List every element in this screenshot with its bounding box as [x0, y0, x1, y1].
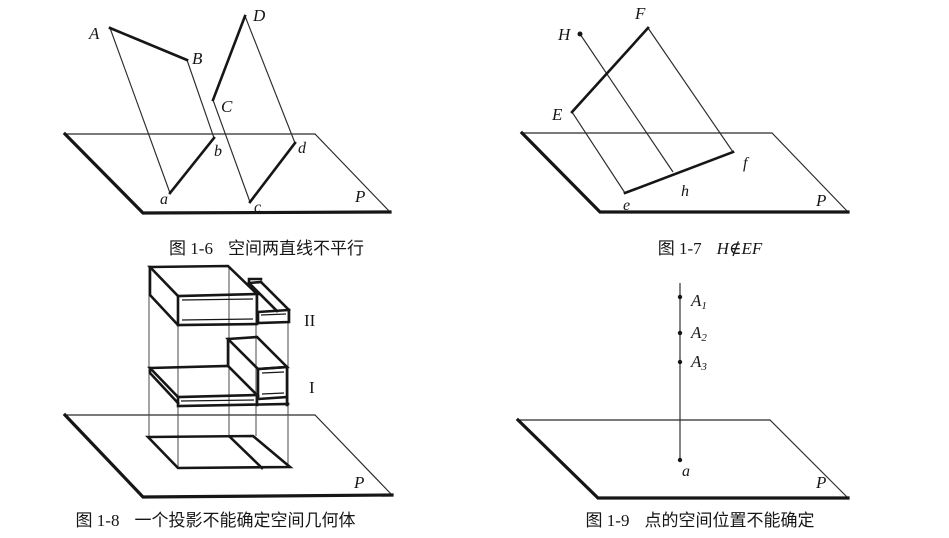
figure-1-7-drawing: H F E f h e P	[519, 4, 850, 214]
figure-1-8-drawing: II I P	[62, 264, 394, 499]
point-label-B: B	[192, 49, 203, 68]
point-H-dot	[577, 31, 583, 37]
point-a-dot	[677, 457, 683, 463]
point-label-C: C	[221, 97, 233, 116]
point-label-b: b	[214, 143, 222, 160]
figure-1-9-drawing: A1 A2 A3 a P	[515, 283, 850, 500]
projection-cd	[248, 141, 297, 204]
line-AB	[108, 26, 189, 62]
caption-title: 一个投影不能确定空间几何体	[134, 511, 356, 530]
point-A2-dot	[677, 330, 683, 336]
figure-1-6-drawing: A B C D a b c d P	[62, 6, 392, 216]
projection-ef	[623, 150, 735, 195]
projection-rays	[109, 15, 296, 203]
caption-number: 图 1-9	[585, 511, 630, 530]
figure-1-9-caption: 图 1-9 点的空间位置不能确定	[463, 506, 937, 531]
figure-1-6: A B C D a b c d P 图 1-6 空间两直线不平行	[0, 0, 475, 260]
point-A1-dot	[677, 294, 683, 300]
caption-number: 图 1-6	[169, 239, 213, 258]
plane-bold-edges	[515, 417, 850, 500]
point-label-A: A	[88, 24, 100, 43]
point-A3-dot	[677, 359, 683, 365]
plane-label-P: P	[353, 473, 364, 492]
ray-E-e	[571, 111, 626, 194]
caption-title: 点的空间位置不能确定	[644, 511, 815, 530]
line-DC	[211, 14, 247, 102]
solid-II	[146, 264, 291, 327]
plane-thin-edges	[65, 414, 393, 496]
plane-label-P: P	[354, 187, 365, 206]
point-label-d: d	[298, 140, 307, 157]
ray-F-f	[647, 27, 734, 153]
figure-1-7: H F E f h e P 图 1-7 H∉EF	[475, 0, 949, 260]
plane-bold-edges	[519, 130, 850, 214]
point-label-e: e	[623, 197, 630, 214]
point-label-f: f	[743, 155, 750, 172]
plane-thin-edges	[522, 132, 849, 213]
caption-number: 图 1-8	[75, 511, 120, 530]
projection-ab	[168, 136, 216, 195]
caption-formula: H∉EF	[716, 239, 763, 258]
caption-title: 空间两直线不平行	[227, 239, 364, 258]
points	[677, 294, 683, 463]
line-EF	[570, 26, 650, 114]
caption-number: 图 1-7	[657, 239, 702, 258]
plane-label-P: P	[815, 191, 826, 210]
plane-thin-edges	[65, 133, 391, 213]
point-label-A2: A2	[690, 323, 707, 344]
solid-label-I: I	[309, 378, 315, 397]
point-label-F: F	[634, 4, 646, 23]
ray-H-h	[579, 33, 674, 173]
point-label-H: H	[557, 25, 572, 44]
plane-bold-edges	[62, 412, 394, 499]
projection-rays	[571, 27, 734, 194]
point-label-c: c	[254, 199, 261, 216]
plane-bold-edges	[62, 131, 392, 215]
solid-label-II: II	[304, 311, 316, 330]
solid-I	[147, 335, 290, 408]
plane-label-P: P	[815, 473, 826, 492]
point-label-A1: A1	[690, 291, 707, 312]
point-label-a: a	[160, 191, 168, 208]
figure-1-9: A1 A2 A3 a P 图 1-9 点的空间位置不能确定	[475, 260, 949, 538]
projection-outline	[144, 434, 294, 470]
point-label-h: h	[681, 183, 689, 200]
point-label-a: a	[682, 463, 690, 480]
point-label-A3: A3	[690, 352, 707, 373]
figure-1-6-caption: 图 1-6 空间两直线不平行	[29, 234, 504, 259]
plane-thin-edges	[518, 419, 849, 499]
figure-1-7-caption: 图 1-7 H∉EF	[473, 234, 947, 259]
point-label-E: E	[551, 105, 563, 124]
space-lines	[108, 14, 297, 204]
figure-1-8-caption: 图 1-8 一个投影不能确定空间几何体	[0, 506, 453, 531]
point-label-D: D	[252, 6, 266, 25]
figure-1-8: II I P 图 1-8 一个投影不能确定空间几何体	[0, 260, 475, 538]
